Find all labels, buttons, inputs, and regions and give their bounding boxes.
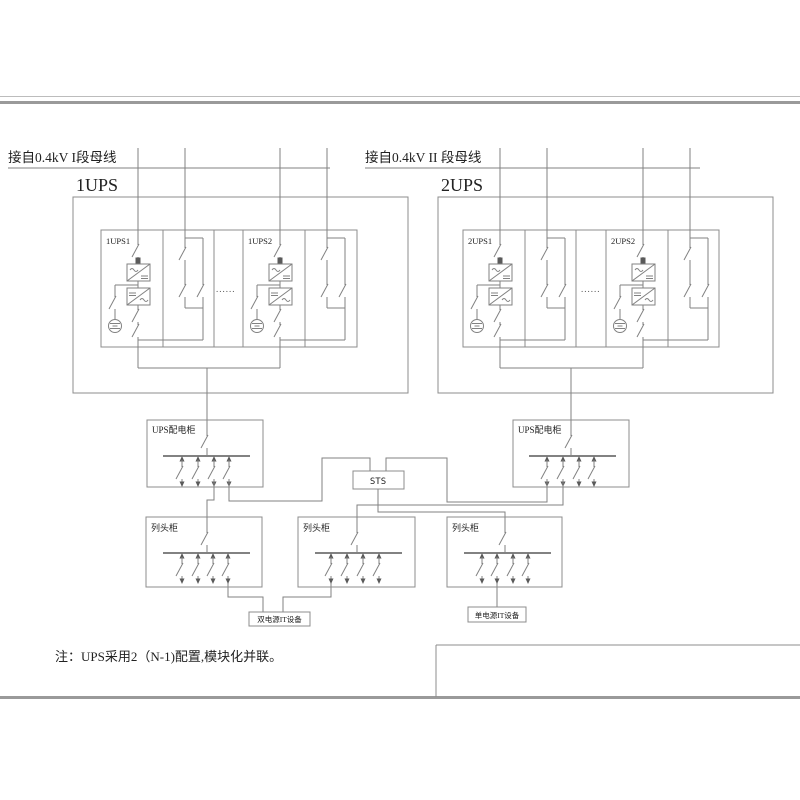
ups-dist-cabinet-1: UPS配电柜	[146, 419, 264, 488]
feeder-breaker	[222, 455, 232, 488]
sheet-border	[0, 96, 800, 699]
module-2ups2-label: 2UPS2	[611, 236, 635, 246]
feeder-breaker	[490, 552, 500, 585]
it-equipment-dual-box	[248, 611, 311, 627]
ups-dist-cabinet-1-box	[146, 419, 264, 488]
feeder-breaker	[340, 552, 350, 585]
feeder-breaker	[356, 552, 366, 585]
module-2ups1-label: 2UPS1	[468, 236, 492, 246]
feeder-breaker	[540, 455, 550, 488]
module-1ups2-label: 1UPS2	[248, 236, 272, 246]
incoming-breaker	[498, 516, 507, 554]
ups-dist-cabinet-1-label: UPS配电柜	[152, 424, 196, 435]
feeder-breaker	[206, 552, 216, 585]
row-head-cabinet-1-box	[145, 516, 263, 588]
ups-module-2ups1	[470, 147, 567, 369]
ups-module-2ups2	[613, 147, 710, 369]
ups-group-1-box	[72, 196, 409, 394]
feeder-breaker	[506, 552, 516, 585]
feeder-breaker	[191, 455, 201, 488]
incoming-breaker	[200, 516, 209, 554]
ups-group-2-label: 2UPS	[441, 175, 483, 195]
feeder-breaker	[207, 455, 217, 488]
busbar-section-1: 接自0.4kV I段母线	[8, 149, 330, 169]
ups-group-2-module-frame	[462, 229, 720, 348]
note-text: 注：UPS采用2（N-1)配置,模块化并联。	[55, 649, 282, 664]
more-modules-ellipsis-1: ......	[216, 284, 236, 294]
feeder-breaker	[372, 552, 382, 585]
row-head-cabinet-2-label: 列头柜	[303, 522, 330, 533]
busbar-1-label: 接自0.4kV I段母线	[8, 149, 117, 165]
more-modules-ellipsis-2: ......	[581, 284, 601, 294]
feeder-breaker	[587, 455, 597, 488]
feeder-breaker	[175, 455, 185, 488]
feeder-breaker	[324, 552, 334, 585]
row-head-cabinet-2: 列头柜	[297, 516, 416, 588]
feeder-breaker	[521, 552, 531, 585]
row-head-cabinet-3-label: 列头柜	[452, 522, 479, 533]
it-equipment-dual-label: 双电源IT设备	[257, 614, 302, 624]
row-head-cabinet-1: 列头柜	[145, 516, 263, 588]
sts-label: STS	[370, 477, 386, 487]
ups-group-1: 1UPS 1UPS1 1UPS2 ......	[72, 147, 409, 420]
it-equipment-single-box	[467, 606, 527, 623]
ups-module-1ups2	[250, 147, 347, 369]
wiring	[206, 457, 564, 612]
incoming-breaker	[564, 419, 573, 457]
incoming-breaker	[200, 419, 209, 457]
feeder-breaker	[475, 552, 485, 585]
it-equipment-dual: 双电源IT设备	[248, 611, 311, 627]
it-equipment-single: 单电源IT设备	[467, 606, 527, 623]
ups-group-1-module-frame	[100, 229, 358, 348]
ups-group-1-label: 1UPS	[76, 175, 118, 195]
feeder-breaker	[175, 552, 185, 585]
feeder-breaker	[221, 552, 231, 585]
ups-group-2-box	[437, 196, 774, 394]
row-head-cabinet-1-label: 列头柜	[151, 522, 178, 533]
ups-dist-cabinet-2-label: UPS配电柜	[518, 424, 562, 435]
incoming-breaker	[350, 516, 359, 554]
row-head-cabinet-3: 列头柜	[446, 516, 563, 588]
it-equipment-single-label: 单电源IT设备	[475, 610, 520, 620]
ups-group-2: 2UPS 2UPS1 2UPS2 ......	[437, 147, 774, 420]
ups-module-1ups1	[108, 147, 205, 369]
busbar-section-2: 接自0.4kV II 段母线	[365, 149, 700, 169]
sts-unit: STS	[352, 470, 405, 490]
feeder-breaker	[572, 455, 582, 488]
ups-dist-cabinet-2: UPS配电柜	[512, 419, 630, 488]
feeder-breaker	[191, 552, 201, 585]
feeder-breaker	[556, 455, 566, 488]
busbar-2-label: 接自0.4kV II 段母线	[365, 149, 481, 165]
module-1ups1-label: 1UPS1	[106, 236, 130, 246]
